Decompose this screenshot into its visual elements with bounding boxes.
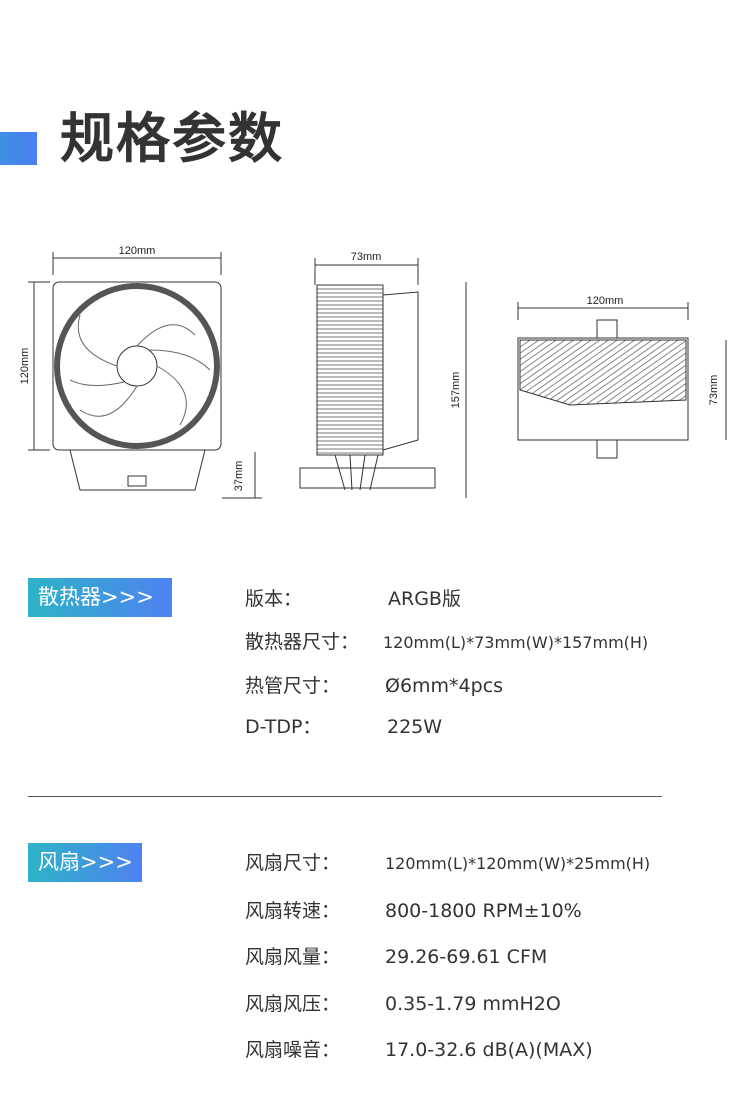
title-accent-bar	[0, 132, 37, 165]
spec-value: 17.0-32.6 dB(A)(MAX)	[385, 1039, 593, 1061]
spec-label: D-TDP：	[245, 716, 322, 738]
dimension-drawings: 120mm 120mm 37mm 73mm 157mm 120mm 73mm	[19, 245, 727, 499]
spec-label: 风扇转速：	[245, 900, 341, 922]
top-view-drawing	[517, 302, 727, 459]
heatsink-section-badge: 散热器>>>	[28, 578, 172, 617]
page-title: 规格参数	[60, 107, 284, 170]
side-view-drawing	[299, 258, 467, 498]
spec-label: 版本：	[245, 588, 303, 610]
top-width-label: 120mm	[587, 295, 624, 307]
front-view-drawing	[28, 252, 262, 499]
spec-value: 0.35-1.79 mmH2O	[385, 993, 561, 1015]
spec-value: 120mm(L)*73mm(W)*157mm(H)	[383, 633, 649, 652]
spec-label: 热管尺寸：	[245, 675, 341, 697]
spec-label: 散热器尺寸：	[245, 631, 360, 653]
spec-value: ARGB版	[388, 588, 461, 610]
fan-section-badge: 风扇>>>	[28, 843, 142, 882]
spec-value: 29.26-69.61 CFM	[385, 946, 548, 968]
spec-value: 800-1800 RPM±10%	[385, 900, 582, 922]
spec-label: 风扇风压：	[245, 993, 341, 1015]
front-width-label: 120mm	[119, 245, 156, 257]
spec-value: 225W	[387, 716, 443, 738]
spec-label: 风扇风量：	[245, 946, 341, 968]
spec-label: 风扇噪音：	[245, 1039, 341, 1061]
side-height-label: 157mm	[450, 372, 462, 409]
spec-value: 120mm(L)*120mm(W)*25mm(H)	[385, 854, 651, 873]
top-height-label: 73mm	[708, 375, 720, 406]
spec-label: 风扇尺寸：	[245, 852, 341, 874]
section-divider	[28, 796, 662, 797]
front-base-label: 37mm	[233, 461, 245, 492]
spec-value: Ø6mm*4pcs	[385, 675, 504, 697]
front-height-label: 120mm	[19, 348, 31, 385]
side-width-label: 73mm	[351, 251, 382, 263]
